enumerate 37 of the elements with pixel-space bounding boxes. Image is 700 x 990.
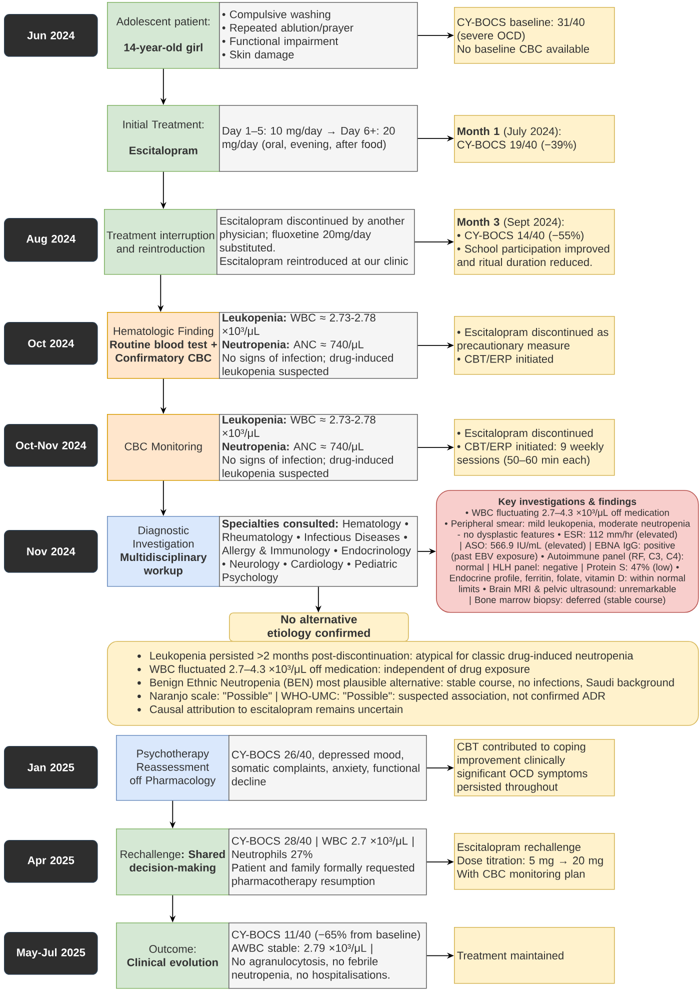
phase-box: Outcome: Clinical evolution (116, 922, 230, 989)
outcome-box: CY-BOCS baseline: 31/40 (severe OCD) No baseline CBC available (454, 7, 615, 64)
phase-box: CBC Monitoring (107, 414, 220, 481)
date-badge: Jan 2025 (4, 746, 98, 789)
details-box: Specialties consulted: Hematology • Rheumatology • Infectious Diseases • Allergy & Immunology • Endocrinology • Neurology • Cardiology • Pediatric Psychology (219, 516, 418, 587)
outcome-box: • Escitalopram discontinued as precautionary measure • CBT/ERP initiated (454, 316, 615, 375)
findings-box: Key investigations & findings • WBC fluctuating 2.7–4.3 ×10³/μL off medication • Peripheral smear: mild leukopenia, moderate neutropenia - no dysplastic features • ESR: 112 mm/hr (elevated) | ASO: 566.9 IU/mL (elevated) | EBNA IgG: positive (past EBV exposure) • Autoimmune panel (RF, C3, C4): normal | HLH panel: negative | Protein S: 47% (low) • Endocrine profile, ferritin, folate, vitamin D: within normal limits • Brain MRI & pelvic ultrasound: unremarkable | Bone marrow biopsy: deferred (stable course) (436, 490, 699, 613)
phase-box: Psychotherapy Reassessment off Pharmacology (116, 735, 230, 801)
phase-box: Rechallenge: Shared decision-making (116, 828, 230, 896)
phase-box: Treatment interruption and reintroduction (104, 209, 218, 275)
date-badge: Aug 2024 (4, 218, 98, 262)
date-badge: Apr 2025 (4, 840, 98, 883)
details-box: CY-BOCS 28/40 | WBC 2.7 ×10³/μL | Neutrophils 27% Patient and family formally requested pharmacotherapy resumption (228, 828, 427, 896)
date-badge: Oct 2024 (4, 322, 98, 365)
phase-box: Initial Treatment: Escitalopram (107, 105, 220, 172)
outcome-box: Escitalopram rechallenge Dose titration: 5 mg → 20 mg With CBC monitoring plan (454, 833, 615, 890)
details-box: Leukopenia: WBC ≈ 2.73-2.78 ×10³/μL Neutropenia: ANC ≈ 740/μL No signs of infection; drug-induced leukopenia suspected (219, 312, 418, 379)
outcome-box: Month 3 (Sept 2024): • CY-BOCS 14/40 (−55%) • School participation improved and ritual duration reduced. (454, 209, 615, 275)
outcome-box: Month 1 (July 2024): CY-BOCS 19/40 (−39%) (454, 115, 615, 163)
date-badge: Jun 2024 (4, 14, 98, 57)
phase-box: Hematologic Finding Routine blood test + Confirmatory CBC (107, 312, 220, 379)
details-box: CY-BOCS 26/40, depressed mood, somatic complaints, anxiety, functional decline (228, 735, 427, 801)
details-box: Day 1–5: 10 mg/day → Day 6+: 20 mg/day (oral, evening, after food) (219, 105, 418, 172)
date-badge: Nov 2024 (4, 530, 98, 573)
details-box: Leukopenia: WBC ≈ 2.73-2.78 ×10³/μL Neutropenia: ANC ≈ 740/μL No signs of infection; drug-induced leukopenia suspected (219, 414, 418, 481)
details-box: CY-BOCS 11/40 (−65% from baseline) AWBC stable: 2.79 ×10³/μL | No agranulocytosis, no febrile neutropenia, no hospitalisations. (228, 922, 427, 989)
summary-box: Leukopenia persisted >2 months post-discontinuation: atypical for classic drug-induced neutropenia WBC fluctuated 2.7–4.3 ×10³/μL off medication: independent of drug exposure Benign Ethnic Neutropenia (BEN) most plausible alternative: stable course, no infections, Saudi background Naranjo scale: "Possible" | WHO-UMC: "Possible": suspected association, not confirmed ADR Causal attribution to escitalopram remains uncertain (107, 641, 699, 726)
details-box: Escitalopram discontinued by another physician; fluoxetine 20mg/day substituted. Escitalopram reintroduced at our clinic (216, 209, 415, 275)
conclusion-box: No alternative etiology confirmed (229, 612, 409, 642)
date-badge: May-Jul 2025 (4, 932, 98, 975)
outcome-box: CBT contributed to coping improvement clinically significant OCD symptoms persisted throughout (454, 739, 615, 796)
date-badge: Oct-Nov 2024 (4, 424, 98, 467)
outcome-box: Treatment maintained (454, 927, 615, 984)
phase-box: Diagnostic Investigation Multidisciplinary workup (107, 516, 220, 587)
phase-box: Adolescent patient: 14-year-old girl (107, 2, 220, 69)
outcome-box: • Escitalopram discontinued • CBT/ERP initiated: 9 weekly sessions (50–60 min each) (454, 419, 615, 476)
details-box: • Compulsive washing • Repeated ablution/prayer • Functional impairment • Skin damage (219, 2, 418, 69)
